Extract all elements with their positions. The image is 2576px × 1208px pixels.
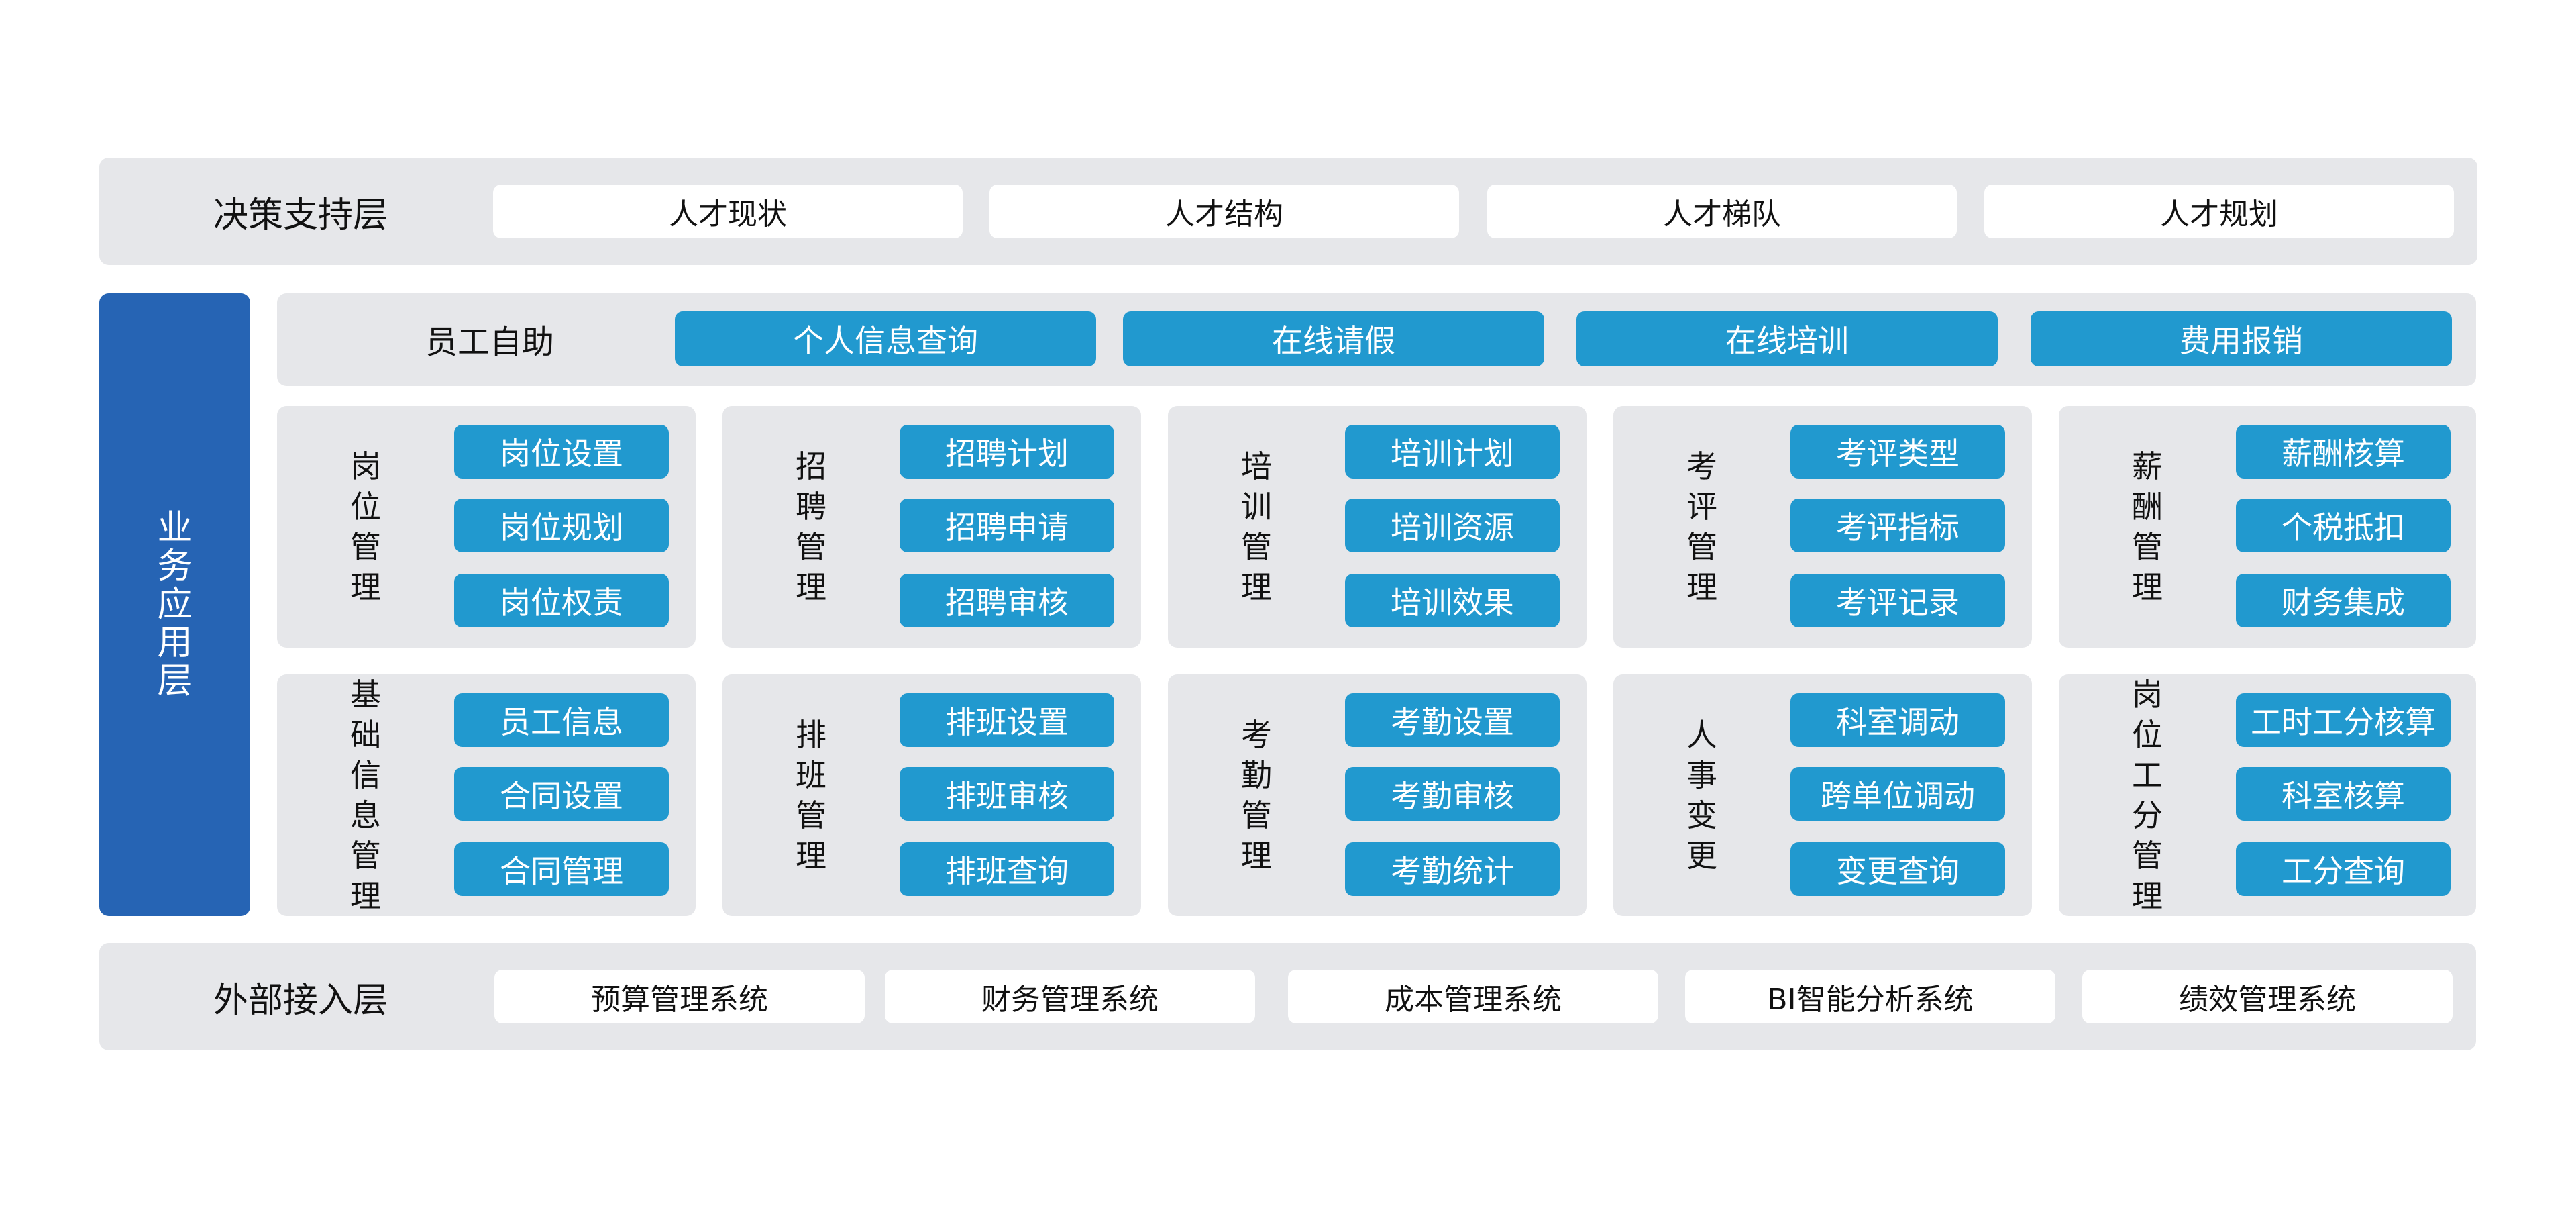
module-item[interactable]: 考勤审核 — [1345, 767, 1560, 821]
external-layer-label: 外部接入层 — [213, 980, 388, 1021]
module-item[interactable]: 排班审核 — [900, 767, 1114, 821]
self-service-item[interactable]: 在线请假 — [1123, 311, 1544, 366]
module-item[interactable]: 考勤设置 — [1345, 693, 1560, 747]
module-item[interactable]: 招聘申请 — [900, 499, 1114, 552]
decision-item[interactable]: 人才规划 — [1984, 185, 2454, 238]
external-system-item[interactable]: 财务管理系统 — [885, 970, 1255, 1023]
decision-item[interactable]: 人才梯队 — [1487, 185, 1957, 238]
module-item[interactable]: 工分查询 — [2236, 842, 2451, 896]
self-service-item[interactable]: 个人信息查询 — [675, 311, 1096, 366]
module-item[interactable]: 科室核算 — [2236, 767, 2451, 821]
self-service-label: 员工自助 — [425, 323, 554, 361]
module-item[interactable]: 考评指标 — [1790, 499, 2005, 552]
module-item[interactable]: 培训效果 — [1345, 574, 1560, 627]
module-item[interactable]: 合同设置 — [454, 767, 669, 821]
self-service-item[interactable]: 在线培训 — [1576, 311, 1998, 366]
module-item[interactable]: 跨单位调动 — [1790, 767, 2005, 821]
module-item[interactable]: 排班查询 — [900, 842, 1114, 896]
module-label: 岗位工分管理 — [2132, 676, 2163, 914]
module-item[interactable]: 考评类型 — [1790, 425, 2005, 479]
external-system-item[interactable]: 绩效管理系统 — [2082, 970, 2453, 1023]
module-item[interactable]: 培训资源 — [1345, 499, 1560, 552]
decision-item[interactable]: 人才结构 — [989, 185, 1459, 238]
module-item[interactable]: 排班设置 — [900, 693, 1114, 747]
module-label: 人事变更 — [1686, 717, 1717, 874]
module-item[interactable]: 个税抵扣 — [2236, 499, 2451, 552]
external-system-item[interactable]: 预算管理系统 — [494, 970, 865, 1023]
module-label: 考评管理 — [1686, 448, 1717, 605]
business-layer-bar: 业务应用层 — [99, 293, 250, 916]
module-item[interactable]: 薪酬核算 — [2236, 425, 2451, 479]
module-label: 考勤管理 — [1241, 717, 1272, 874]
external-system-item[interactable]: 成本管理系统 — [1288, 970, 1658, 1023]
module-item[interactable]: 科室调动 — [1790, 693, 2005, 747]
business-layer-label: 业务应用层 — [157, 507, 193, 701]
external-system-item[interactable]: BI智能分析系统 — [1685, 970, 2055, 1023]
module-label: 基础信息管理 — [350, 676, 381, 914]
module-item[interactable]: 员工信息 — [454, 693, 669, 747]
module-label: 岗位管理 — [350, 448, 381, 605]
decision-item[interactable]: 人才现状 — [493, 185, 963, 238]
module-item[interactable]: 招聘审核 — [900, 574, 1114, 627]
self-service-item[interactable]: 费用报销 — [2031, 311, 2452, 366]
module-item[interactable]: 合同管理 — [454, 842, 669, 896]
module-item[interactable]: 变更查询 — [1790, 842, 2005, 896]
module-label: 薪酬管理 — [2132, 448, 2163, 605]
module-label: 排班管理 — [796, 717, 826, 874]
module-item[interactable]: 考勤统计 — [1345, 842, 1560, 896]
module-item[interactable]: 岗位规划 — [454, 499, 669, 552]
module-item[interactable]: 招聘计划 — [900, 425, 1114, 479]
module-item[interactable]: 岗位权责 — [454, 574, 669, 627]
module-item[interactable]: 工时工分核算 — [2236, 693, 2451, 747]
module-item[interactable]: 考评记录 — [1790, 574, 2005, 627]
module-item[interactable]: 培训计划 — [1345, 425, 1560, 479]
module-label: 招聘管理 — [796, 448, 826, 605]
module-label: 培训管理 — [1241, 448, 1272, 605]
decision-layer-label: 决策支持层 — [213, 195, 388, 236]
module-item[interactable]: 财务集成 — [2236, 574, 2451, 627]
module-item[interactable]: 岗位设置 — [454, 425, 669, 479]
